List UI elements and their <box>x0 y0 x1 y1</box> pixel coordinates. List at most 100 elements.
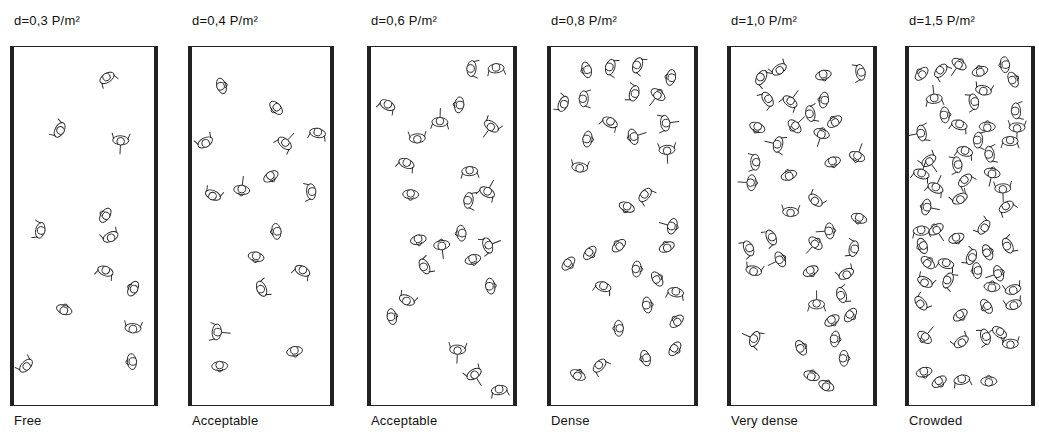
pedestrian-figure <box>592 279 613 296</box>
pedestrian-figure <box>641 296 654 313</box>
arms <box>832 227 835 233</box>
shoulders <box>764 228 779 246</box>
pedestrian-figure <box>303 182 317 201</box>
carried-item <box>985 275 994 278</box>
density-label: d=0,8 P/m² <box>551 13 617 29</box>
pedestrian-figure <box>124 320 143 333</box>
arms <box>847 355 850 361</box>
head <box>993 269 1003 279</box>
pedestrian-figure <box>779 85 806 113</box>
head <box>763 93 774 104</box>
arms <box>640 189 656 207</box>
shoulders <box>809 300 825 309</box>
pedestrian-figure <box>981 165 1001 188</box>
pedestrian-figure <box>912 64 931 83</box>
pedestrian-figure <box>478 232 504 256</box>
pedestrian-figure <box>761 227 779 248</box>
shoulders <box>952 333 970 350</box>
corridor-panel: d=1,5 P/m²Crowded <box>905 46 1035 406</box>
head <box>853 151 863 161</box>
head <box>469 370 479 380</box>
pedestrian-figure <box>984 280 1001 292</box>
pedestrian-figure <box>409 233 427 247</box>
head <box>854 213 864 223</box>
head <box>582 135 590 143</box>
shoulders <box>666 340 683 358</box>
shoulders <box>449 345 465 355</box>
shoulders <box>52 121 68 139</box>
head <box>662 243 672 253</box>
pedestrian-figure <box>590 356 611 377</box>
head <box>401 296 411 306</box>
shoulders <box>940 107 950 124</box>
shoulders <box>618 200 636 215</box>
pedestrian-figure <box>666 286 686 301</box>
corridor-panel: d=1,0 P/m²Very dense <box>727 46 877 406</box>
carried-item <box>477 378 482 386</box>
pedestrian-figure <box>748 153 760 171</box>
pedestrian-figure <box>984 144 998 163</box>
head <box>744 243 754 253</box>
head <box>576 164 584 172</box>
head <box>774 255 784 265</box>
shoulders <box>806 192 824 209</box>
shoulders <box>667 286 684 298</box>
shoulders <box>772 136 785 154</box>
pedestrian-figure <box>262 168 281 186</box>
carried-item <box>483 130 488 137</box>
pedestrian-figure <box>463 191 477 210</box>
head <box>807 372 817 382</box>
pedestrian-figure <box>996 198 1018 218</box>
shoulders <box>417 257 432 275</box>
pedestrian-figure <box>947 231 966 247</box>
pedestrian-figure <box>630 55 648 76</box>
shoulders <box>433 240 450 251</box>
pedestrian-figure <box>125 353 138 370</box>
pedestrian-figure <box>464 253 482 268</box>
head <box>826 314 836 324</box>
pedestrian-figure <box>397 290 418 308</box>
pedestrian-figure <box>402 189 419 201</box>
pedestrian-figure <box>979 121 995 132</box>
pedestrian-figure <box>931 61 952 82</box>
shoulders <box>409 233 427 246</box>
carried-item <box>492 240 500 243</box>
head <box>37 226 46 235</box>
head <box>630 89 639 98</box>
pedestrian-figure <box>31 220 46 240</box>
carried-item <box>489 180 493 188</box>
shoulders <box>980 243 995 261</box>
head <box>21 361 32 372</box>
head <box>954 309 965 320</box>
head <box>813 300 821 308</box>
pedestrian-figure <box>835 263 856 282</box>
pedestrian-figure <box>599 114 620 133</box>
shoulders <box>979 122 995 131</box>
carried-item <box>1002 193 1003 202</box>
head <box>252 251 261 260</box>
shoulders <box>916 329 934 346</box>
pedestrian-figure <box>124 279 141 298</box>
pedestrian-figure <box>609 236 628 255</box>
head <box>842 270 852 280</box>
pedestrian-figure <box>254 278 272 299</box>
pedestrian-figure <box>949 188 970 207</box>
shoulders <box>999 56 1010 73</box>
shoulders <box>793 339 809 357</box>
head <box>1009 301 1018 310</box>
head <box>271 102 282 113</box>
head <box>468 254 477 263</box>
pedestrian-figure <box>785 111 811 136</box>
pedestrian-figure <box>487 63 506 76</box>
head <box>466 166 474 174</box>
shoulders <box>953 374 970 386</box>
carried-item <box>456 355 457 364</box>
shoulders <box>947 231 965 245</box>
pedestrian-figure <box>980 243 996 262</box>
head <box>955 119 964 128</box>
shoulders <box>465 366 483 382</box>
pedestrian-figure <box>612 320 623 336</box>
pedestrian-figure <box>97 69 119 89</box>
head <box>413 234 422 243</box>
shoulders <box>803 369 821 383</box>
